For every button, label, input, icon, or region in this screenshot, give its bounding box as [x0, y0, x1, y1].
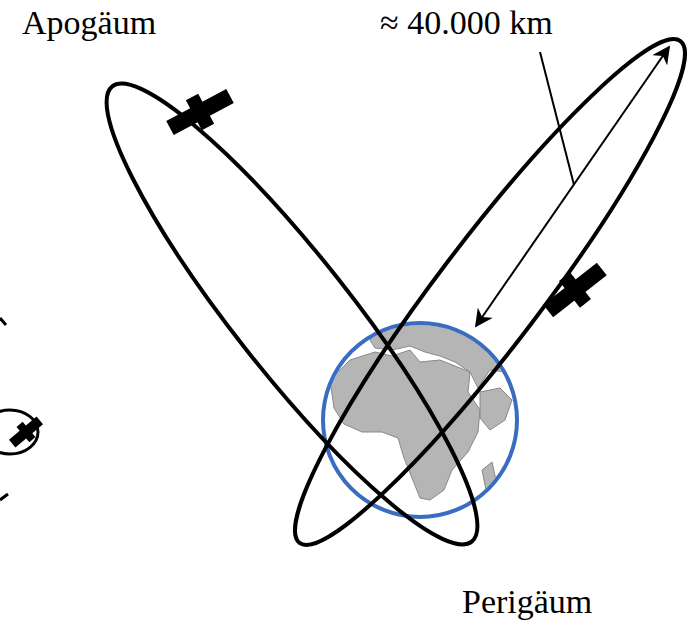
satellite [162, 81, 238, 143]
orbit-ellipse [258, 10, 689, 575]
distance-label: ≈ 40.000 km [380, 4, 553, 41]
satellite-partial [6, 413, 46, 451]
satellite [538, 256, 613, 325]
leader-line [540, 52, 574, 185]
earth-ground [323, 323, 517, 517]
earth-outline [323, 323, 517, 517]
dimension-arrow [476, 47, 669, 326]
apogee-label: Apogäum [22, 4, 156, 41]
perigee-label: Perigäum [462, 583, 592, 620]
partial-orbit [0, 318, 38, 500]
orbit-ellipse [67, 50, 518, 577]
